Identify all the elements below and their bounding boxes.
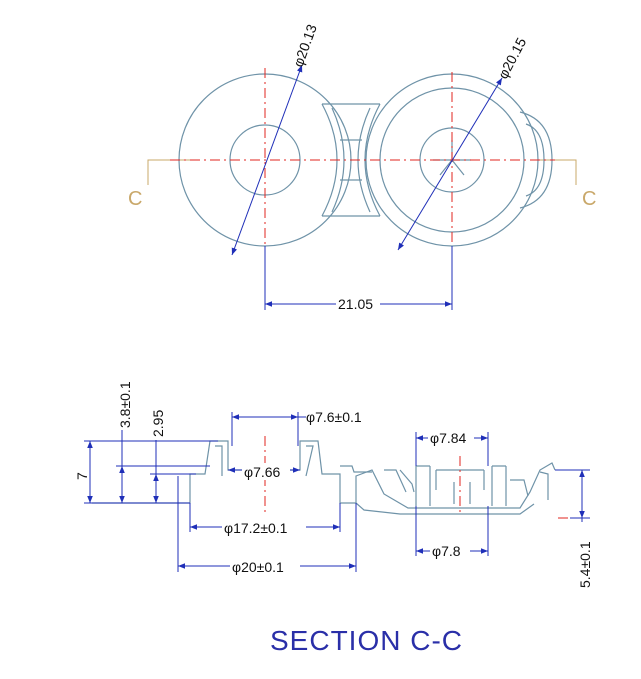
- dim-center-distance-label: 21.05: [338, 296, 373, 312]
- dim-overall-height: 7: [74, 440, 218, 504]
- dim-base-dia-label: φ17.2±0.1: [224, 520, 288, 536]
- dim-top-dia-label: φ7.6±0.1: [306, 409, 362, 425]
- dim-inner-dia: φ7.66: [228, 463, 300, 480]
- dim-height-2-label: 2.95: [150, 410, 166, 437]
- dim-base-dia: φ17.2±0.1: [189, 503, 341, 536]
- dim-height-2: 2.95: [150, 410, 196, 503]
- dim-right-height: 5.4±0.1: [555, 469, 593, 588]
- section-title: SECTION C-C: [270, 625, 463, 656]
- top-center-lines: [170, 68, 555, 258]
- dim-inner-dia-label: φ7.66: [244, 464, 281, 480]
- dim-outer-dia: φ20±0.1: [177, 476, 357, 575]
- dim-right-bottom-dia: φ7.8: [415, 506, 489, 560]
- section-profile: [92, 440, 556, 515]
- section-letter-right: C: [582, 188, 596, 210]
- dim-top-dia: φ7.6±0.1: [231, 409, 362, 446]
- dim-right-top-dia-label: φ7.84: [430, 430, 467, 446]
- dim-diameter-left-label: φ20.13: [290, 22, 320, 69]
- dim-diameter-left: φ20.13: [231, 22, 320, 256]
- dim-right-bottom-dia-label: φ7.8: [432, 543, 461, 559]
- dim-right-top-dia: φ7.84: [415, 430, 489, 466]
- section-center-lines: [264, 436, 572, 519]
- dim-diameter-right-label: φ20.15: [495, 35, 530, 82]
- dim-right-height-label: 5.4±0.1: [577, 541, 593, 588]
- section-view: 7 3.8±0.1 2.95 φ7.6±0.1 φ7.6: [74, 381, 593, 588]
- dim-overall-height-label: 7: [74, 472, 90, 480]
- dim-diameter-right: φ20.15: [397, 35, 530, 251]
- dim-center-distance: 21.05: [264, 246, 453, 312]
- dim-outer-dia-label: φ20±0.1: [232, 559, 284, 575]
- section-letter-left: C: [128, 188, 142, 210]
- top-view: C C: [128, 22, 596, 312]
- dim-height-tol: 3.8±0.1: [116, 381, 210, 503]
- dim-height-tol-label: 3.8±0.1: [117, 381, 133, 428]
